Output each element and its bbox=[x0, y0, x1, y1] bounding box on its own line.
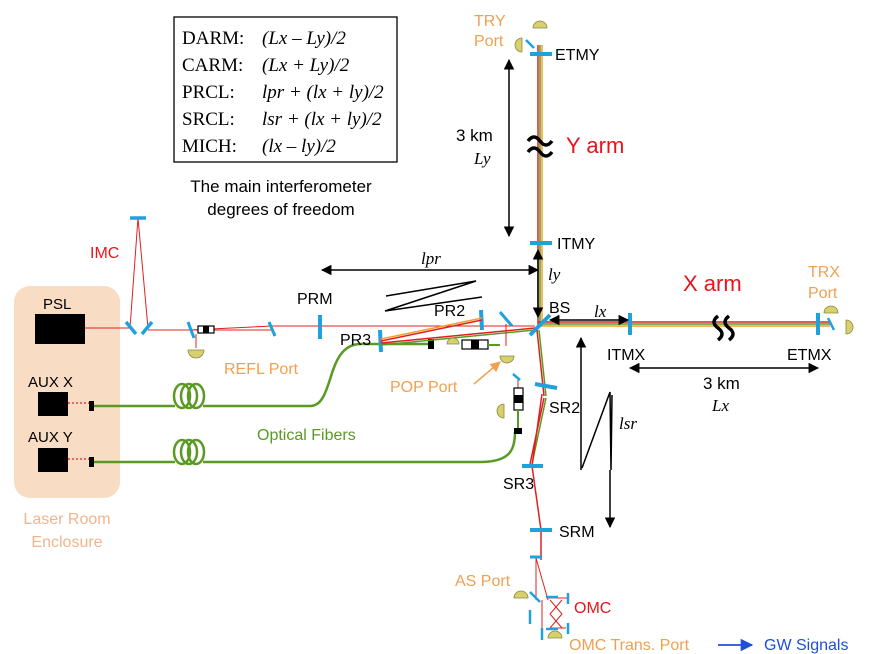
dof-srcl-name: SRCL: bbox=[182, 109, 235, 130]
try-detector-top bbox=[532, 20, 548, 29]
aux-x-box bbox=[38, 392, 68, 416]
trx-detector-right bbox=[845, 319, 854, 335]
x-arm-length: 3 km bbox=[703, 374, 740, 393]
y-arm-symbol: Ly bbox=[473, 149, 491, 168]
prm-label: PRM bbox=[297, 291, 333, 308]
try-detector-left bbox=[514, 37, 523, 53]
gw-signals-label: GW Signals bbox=[764, 637, 848, 654]
x-arm-beam bbox=[538, 321, 830, 327]
srm-label: SRM bbox=[559, 524, 595, 541]
dof-mich-name: MICH: bbox=[182, 136, 237, 157]
psl-box bbox=[35, 314, 85, 344]
sr3-label: SR3 bbox=[503, 476, 534, 493]
etmy-label: ETMY bbox=[555, 47, 600, 64]
pr3-mirror bbox=[378, 329, 383, 353]
refl-detector bbox=[187, 349, 205, 359]
dof-prcl-expr: lpr + (lx + ly)/2 bbox=[262, 82, 384, 103]
omc-beams bbox=[535, 557, 568, 634]
as-detector bbox=[513, 590, 529, 599]
bs-label: BS bbox=[549, 300, 570, 317]
itmx-label: ITMX bbox=[607, 347, 646, 364]
x-arm-symbol: Lx bbox=[711, 396, 729, 415]
enclosure-label-line1: Laser Room bbox=[23, 511, 110, 528]
dof-srcl-expr: lsr + (lx + ly)/2 bbox=[262, 109, 382, 130]
pop-port-label: POP Port bbox=[390, 379, 458, 396]
itmy-label: ITMY bbox=[557, 236, 596, 253]
trx-label-line1: TRX bbox=[808, 264, 840, 281]
try-label-line2: Port bbox=[474, 33, 504, 50]
dof-carm-expr: (Lx + Ly)/2 bbox=[262, 55, 350, 76]
dof-prcl-name: PRCL: bbox=[182, 82, 235, 103]
refl-port-label: REFL Port bbox=[224, 361, 299, 378]
aux-x-label: AUX X bbox=[28, 374, 73, 391]
pop-arrow bbox=[473, 361, 501, 385]
x-arm-label: X arm bbox=[683, 271, 742, 296]
bs-mirror bbox=[528, 313, 552, 337]
dof-darm-name: DARM: bbox=[182, 28, 244, 49]
psl-label: PSL bbox=[43, 296, 71, 313]
omc-label: OMC bbox=[574, 600, 611, 617]
y-arm-label: Y arm bbox=[566, 133, 624, 158]
aux-y-label: AUX Y bbox=[28, 429, 73, 446]
trx-label-line2: Port bbox=[808, 285, 838, 302]
optical-fibers-label: Optical Fibers bbox=[257, 427, 356, 444]
aux-y-box bbox=[38, 448, 68, 472]
trx-detector-top bbox=[823, 305, 839, 314]
dof-box bbox=[173, 16, 398, 163]
pr-beams bbox=[380, 317, 536, 346]
dof-darm-expr: (Lx – Ly)/2 bbox=[262, 28, 346, 49]
y-arm-length: 3 km bbox=[456, 126, 493, 145]
dof-mich-expr: (lx – ly)/2 bbox=[262, 136, 336, 157]
etmx-label: ETMX bbox=[787, 347, 832, 364]
dimension-arrows bbox=[320, 58, 820, 529]
lsr-label: lsr bbox=[619, 414, 637, 433]
sr-beams bbox=[529, 329, 547, 560]
try-label-line1: TRY bbox=[474, 13, 506, 30]
omc-trans-detector bbox=[547, 630, 563, 639]
sr2-label: SR2 bbox=[549, 400, 580, 417]
y-arm-break-icon bbox=[526, 135, 554, 158]
lx-label: lx bbox=[594, 302, 607, 321]
dof-caption-line2: degrees of freedom bbox=[207, 200, 354, 219]
dof-carm-name: CARM: bbox=[182, 55, 243, 76]
lpr-label: lpr bbox=[421, 249, 441, 268]
enclosure-label-line2: Enclosure bbox=[31, 534, 102, 551]
pr2-label: PR2 bbox=[434, 303, 465, 320]
pop-detector bbox=[499, 355, 515, 364]
sr2-mirror bbox=[534, 382, 558, 390]
optical-fibers bbox=[94, 342, 517, 466]
as-port-label: AS Port bbox=[455, 573, 511, 590]
omc-trans-port-label: OMC Trans. Port bbox=[569, 637, 690, 654]
x-arm-break-icon bbox=[712, 314, 735, 342]
sr2-detector bbox=[496, 403, 505, 419]
imc-mirrors bbox=[124, 216, 154, 336]
dof-caption-line1: The main interferometer bbox=[190, 177, 372, 196]
imc-label: IMC bbox=[90, 245, 119, 262]
ly-label: ly bbox=[548, 265, 561, 284]
pr3-label: PR3 bbox=[340, 332, 371, 349]
